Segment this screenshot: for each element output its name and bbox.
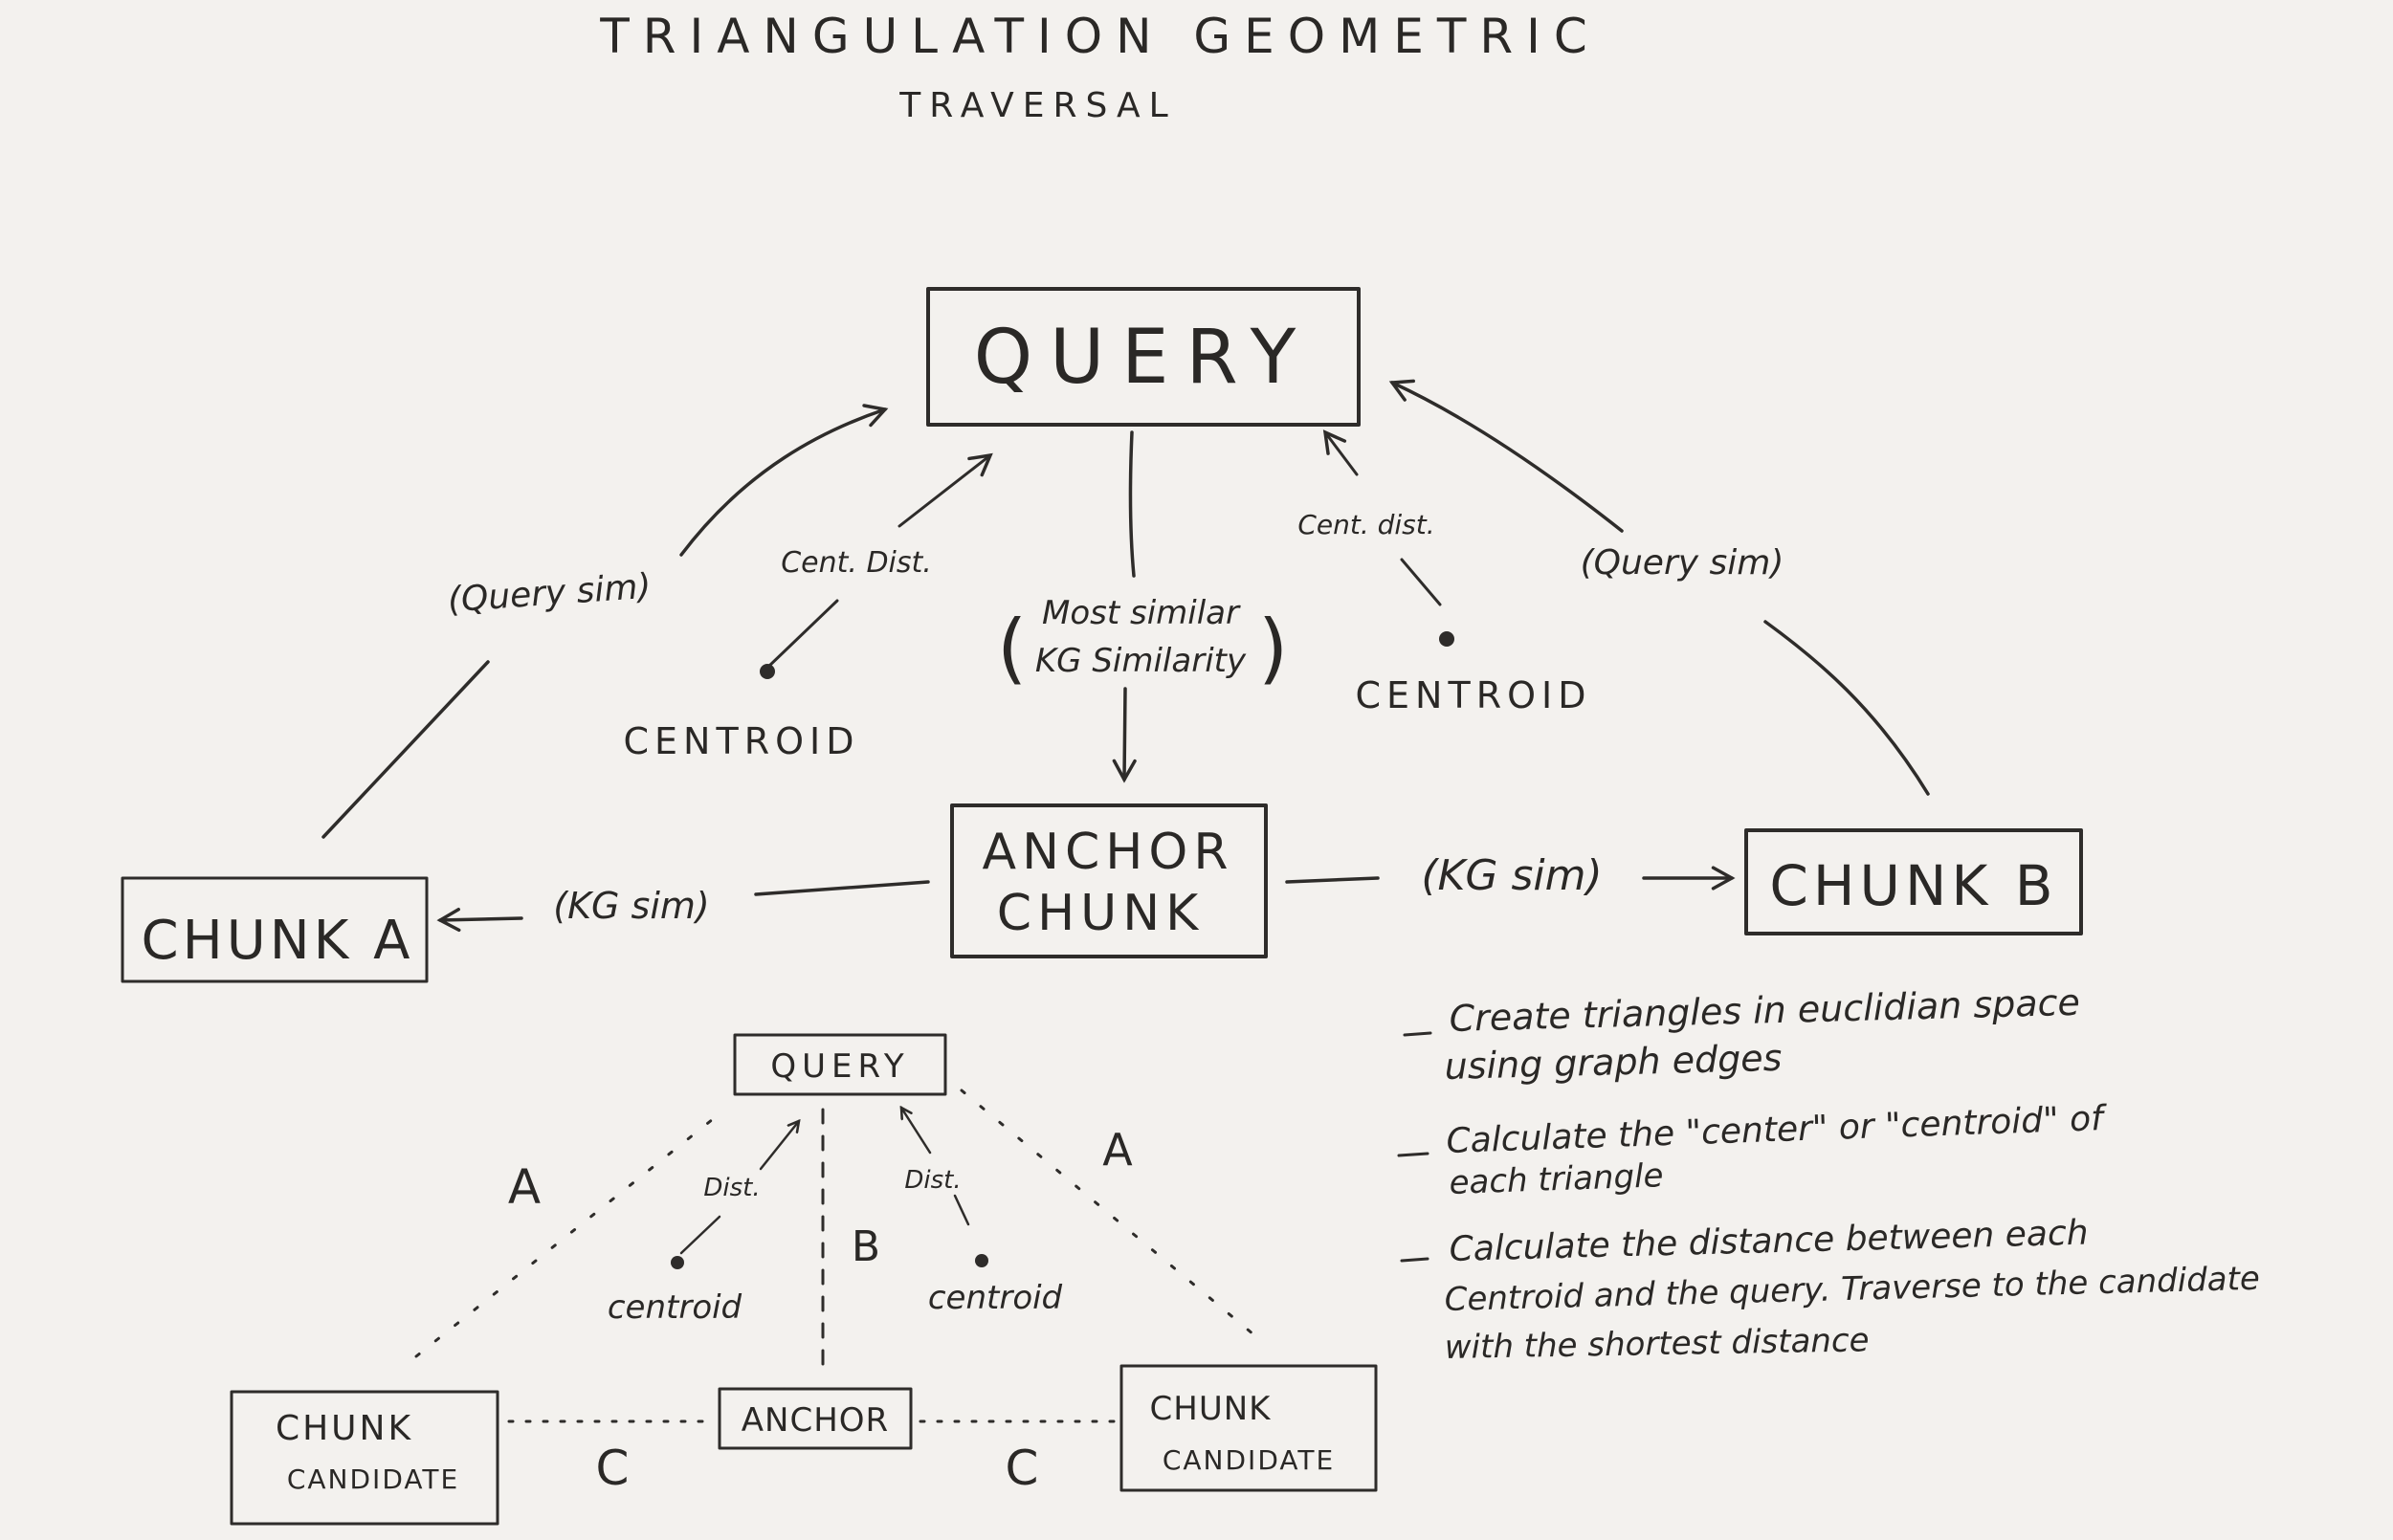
- note1-line1: Create triangles in euclidian space: [1449, 981, 2080, 1040]
- top-diagram: QUERY ANCHOR CHUNK CHUNK A CHUNK B ( ) M…: [121, 287, 2083, 983]
- bottom-centroid-left-label: centroid: [608, 1288, 742, 1327]
- bottom-anchor-label: ANCHOR: [742, 1401, 889, 1440]
- chunk-a-label: CHUNK A: [142, 910, 414, 972]
- kg-sim-left-label: (KG sim): [553, 885, 709, 927]
- label-c-right: C: [1006, 1441, 1039, 1496]
- anchor-chunk-label-line1: ANCHOR: [983, 824, 1234, 881]
- anchor-to-chunk-a-edge-right: [754, 880, 930, 896]
- anchor-to-chunk-a-edge-left: [436, 907, 523, 933]
- centroid-left-label: CENTROID: [624, 720, 860, 762]
- chunk-a-box: [121, 876, 429, 983]
- note3-dash: [1400, 1257, 1429, 1263]
- note3-line2: Centroid and the query. Traverse to the …: [1444, 1260, 2260, 1319]
- centroid-right-dot: [1439, 631, 1454, 647]
- chunk-b-to-query-edge-lower: [1763, 620, 1930, 796]
- chunk-a-to-query-edge-upper: [679, 404, 889, 557]
- notes: Create triangles in euclidian space usin…: [1397, 981, 2260, 1367]
- title-line2: TRAVERSAL: [898, 86, 1176, 125]
- most-similar-bracket-left: (: [997, 604, 1027, 693]
- chunk-candidate-right-line1: CHUNK: [1150, 1390, 1273, 1428]
- chunk-candidate-left-line1: CHUNK: [276, 1409, 413, 1448]
- chunk-candidate-left-box: [230, 1390, 499, 1526]
- title: TRIANGULATION GEOMETRIC TRAVERSAL: [599, 9, 1601, 125]
- chunk-candidate-right-line2: CANDIDATE: [1163, 1444, 1335, 1476]
- note3-line3: with the shortest distance: [1444, 1321, 1869, 1367]
- query-box: [926, 287, 1361, 427]
- chunk-a-to-query-edge-lower: [321, 660, 490, 839]
- query-to-anchor-edge-lower: [1112, 687, 1137, 783]
- note1-line2: using graph edges: [1444, 1037, 1783, 1088]
- bottom-centroid-right-dot: [975, 1254, 988, 1267]
- chunk-b-to-query-edge-upper: [1388, 379, 1624, 533]
- title-line1: TRIANGULATION GEOMETRIC: [599, 9, 1601, 64]
- chunk-candidate-right-box: [1119, 1364, 1378, 1492]
- centroid-left-dot: [760, 664, 775, 679]
- kg-sim-right-label: (KG sim): [1421, 851, 1602, 900]
- note2-line2: each triangle: [1449, 1156, 1664, 1202]
- cent-dist-right-label: Cent. dist.: [1297, 509, 1434, 540]
- bottom-centroid-left-dot: [671, 1256, 684, 1269]
- query-to-anchor-edge-upper: [1128, 430, 1136, 578]
- centroid-left-edge-lower: [765, 599, 839, 670]
- note2-line1: Calculate the "center" or "centroid" of: [1446, 1099, 2109, 1161]
- anchor-to-chunk-b-edge-left: [1285, 876, 1380, 884]
- query-sim-left-label: (Query sim): [447, 567, 653, 621]
- most-similar-label-line2: KG Similarity: [1035, 642, 1247, 680]
- label-a-left: A: [508, 1159, 541, 1215]
- note2-dash: [1397, 1152, 1429, 1157]
- bottom-centroid-right-edge-lower: [953, 1194, 970, 1226]
- anchor-chunk-label-line2: CHUNK: [997, 885, 1204, 942]
- note1-dash: [1403, 1031, 1432, 1037]
- bottom-dist-right-label: Dist.: [904, 1166, 961, 1195]
- most-similar-label-line1: Most similar: [1042, 594, 1241, 632]
- anchor-chunk-box: [950, 803, 1268, 958]
- label-c-left: C: [596, 1441, 630, 1496]
- bottom-anchor-box: [718, 1387, 913, 1450]
- most-similar-bracket-right: ): [1258, 604, 1288, 693]
- bottom-centroid-right-edge-upper: [901, 1108, 932, 1155]
- bottom-query-label: QUERY: [770, 1047, 909, 1086]
- chunk-b-label: CHUNK B: [1769, 853, 2057, 918]
- label-b: B: [852, 1222, 880, 1271]
- query-label: QUERY: [974, 315, 1314, 401]
- note3-line1: Calculate the distance between each: [1449, 1214, 2089, 1269]
- bottom-centroid-left-edge-upper: [759, 1121, 799, 1171]
- bottom-centroid-left-edge-lower: [679, 1215, 721, 1255]
- chunk-b-box: [1744, 828, 2083, 935]
- centroid-right-edge-lower: [1400, 558, 1442, 606]
- bottom-query-box: [733, 1033, 947, 1096]
- centroid-right-label: CENTROID: [1356, 674, 1592, 716]
- centroid-right-edge-upper: [1322, 429, 1359, 476]
- bottom-diagram: QUERY ANCHOR CHUNK CANDIDATE CHUNK CANDI…: [230, 1033, 1378, 1526]
- bottom-dist-left-label: Dist.: [703, 1174, 760, 1202]
- cent-dist-left-label: Cent. Dist.: [781, 546, 932, 580]
- bottom-centroid-right-label: centroid: [928, 1279, 1063, 1317]
- centroid-left-edge-upper: [897, 452, 993, 528]
- query-sim-right-label: (Query sim): [1581, 543, 1784, 583]
- chunk-candidate-left-line2: CANDIDATE: [287, 1463, 459, 1495]
- label-a-right: A: [1102, 1124, 1133, 1176]
